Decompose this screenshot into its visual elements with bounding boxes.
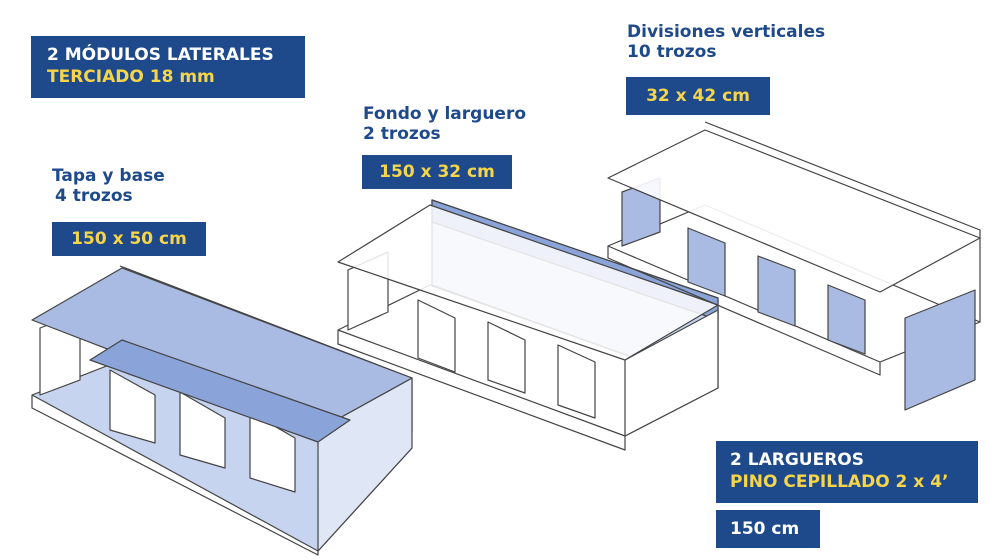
- divisiones-title: Divisiones verticales: [627, 22, 826, 42]
- tapa-base-title: Tapa y base: [52, 166, 165, 186]
- divisiones-count: 10 trozos: [627, 42, 717, 62]
- modules-title-box: 2 MÓDULOS LATERALES TERCIADO 18 mm: [31, 36, 305, 98]
- tapa-base-heading: Tapa y base 4 trozos: [52, 166, 165, 206]
- divisiones-dimension: 32 x 42 cm: [626, 77, 770, 115]
- divisiones-heading: Divisiones verticales 10 trozos: [627, 22, 825, 62]
- largueros-material: PINO CEPILLADO 2 x 4’: [730, 472, 949, 492]
- tapa-base-dimension: 150 x 50 cm: [52, 222, 206, 256]
- largueros-dimension: 150 cm: [716, 510, 820, 548]
- tapa-base-count: 4 trozos: [55, 186, 133, 206]
- module-divisiones: [607, 121, 981, 411]
- fondo-larguero-count: 2 trozos: [363, 124, 441, 144]
- module-tapa-base: [31, 265, 413, 556]
- fondo-larguero-heading: Fondo y larguero 2 trozos: [363, 104, 526, 144]
- fondo-larguero-dimension: 150 x 32 cm: [362, 155, 512, 189]
- largueros-box: 2 LARGUEROS PINO CEPILLADO 2 x 4’: [716, 441, 978, 503]
- modules-material: TERCIADO 18 mm: [47, 67, 215, 87]
- modules-title: 2 MÓDULOS LATERALES: [47, 45, 274, 65]
- fondo-larguero-title: Fondo y larguero: [363, 104, 527, 124]
- largueros-title: 2 LARGUEROS: [730, 450, 864, 470]
- module-fondo-larguero: [337, 199, 719, 451]
